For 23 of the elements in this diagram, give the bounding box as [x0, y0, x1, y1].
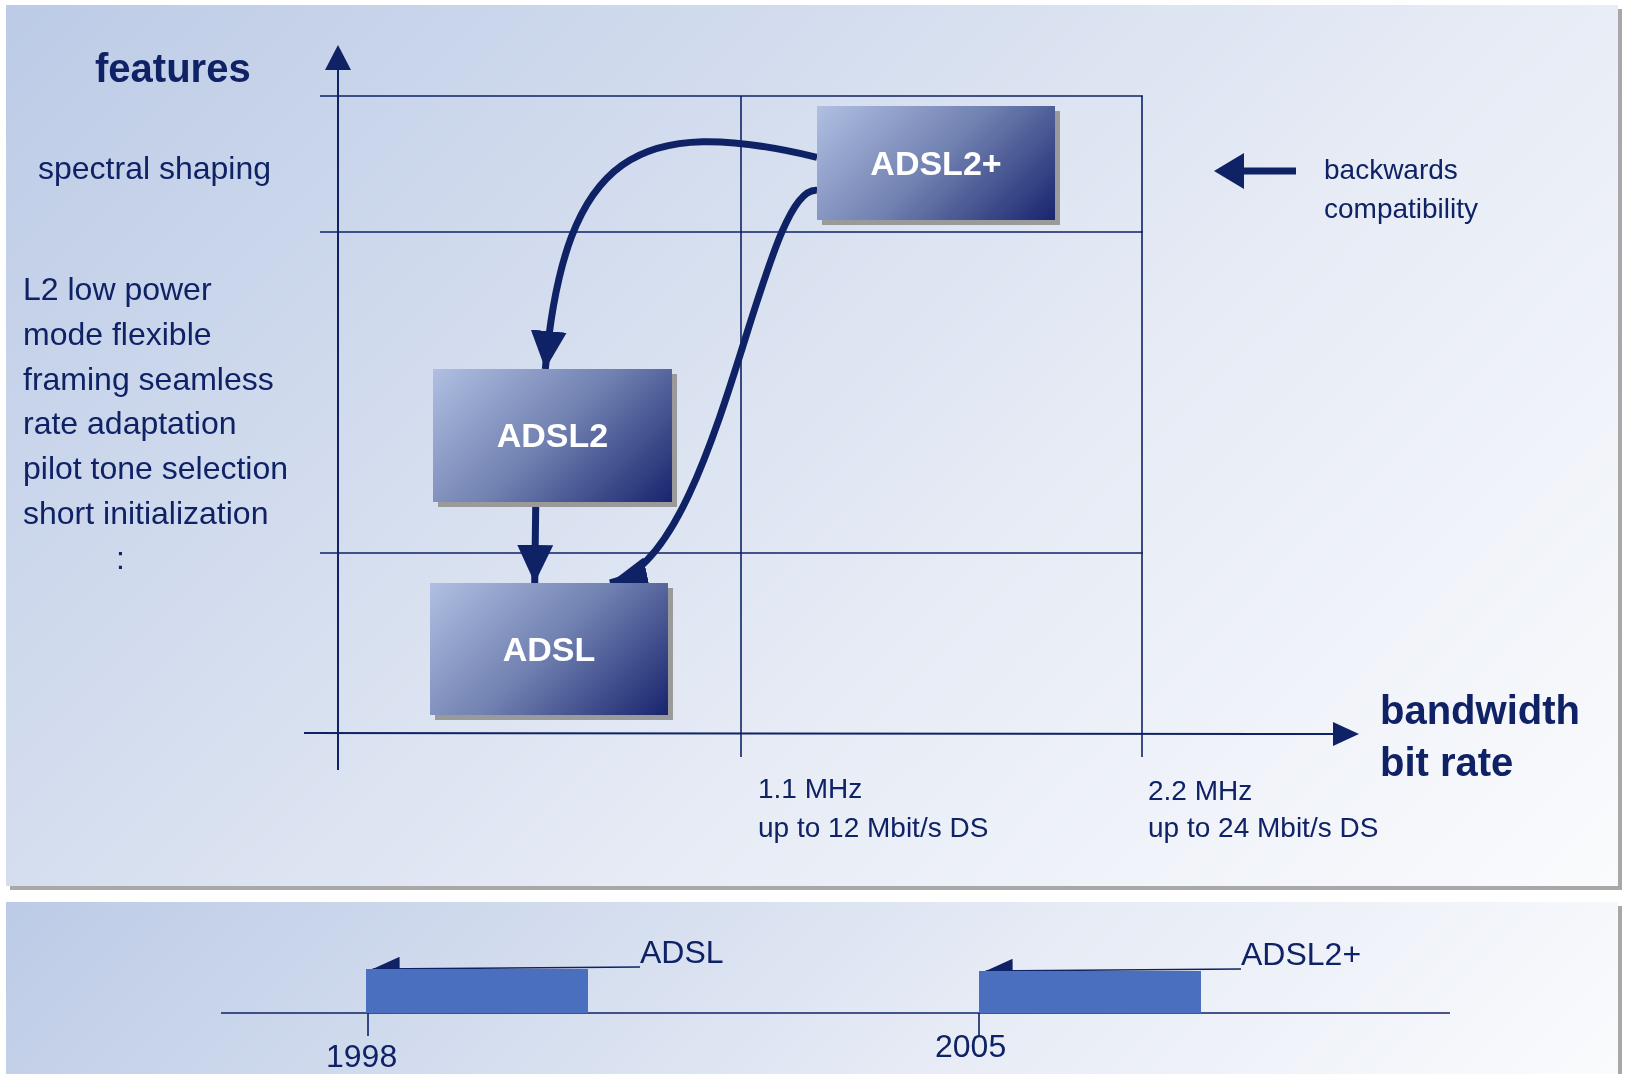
feature-label: spectral shaping — [38, 150, 272, 187]
ellipsis-mark: : — [116, 540, 125, 577]
feature-label: L2 low power — [23, 271, 212, 308]
feature-label: rate adaptation — [23, 405, 237, 442]
timeline-bar — [979, 971, 1201, 1013]
tick-label: 1.1 MHz — [758, 773, 863, 805]
timeline-bar — [366, 969, 588, 1013]
arrow — [531, 138, 818, 370]
feature-label: mode flexible — [23, 316, 212, 353]
axis-title: features — [95, 46, 251, 91]
tick-label: up to 12 Mbit/s DS — [758, 812, 989, 844]
timeline-label: ADSL2+ — [1241, 932, 1381, 976]
year-label: 2005 — [935, 1028, 1007, 1065]
feature-label: framing seamless — [23, 361, 274, 398]
legend-label: backwards compatibility — [1324, 153, 1480, 226]
tick-label: up to 24 Mbit/s DS — [1148, 812, 1379, 844]
feature-label: pilot tone selection — [23, 450, 289, 487]
tick-label: 2.2 MHz — [1148, 775, 1253, 807]
feature-label: short initialization — [23, 495, 269, 532]
year-label: 1998 — [326, 1038, 398, 1074]
timeline-label: ADSL — [640, 930, 750, 974]
axis-title: bit rate — [1380, 740, 1514, 785]
axis-title: bandwidth — [1380, 688, 1580, 733]
